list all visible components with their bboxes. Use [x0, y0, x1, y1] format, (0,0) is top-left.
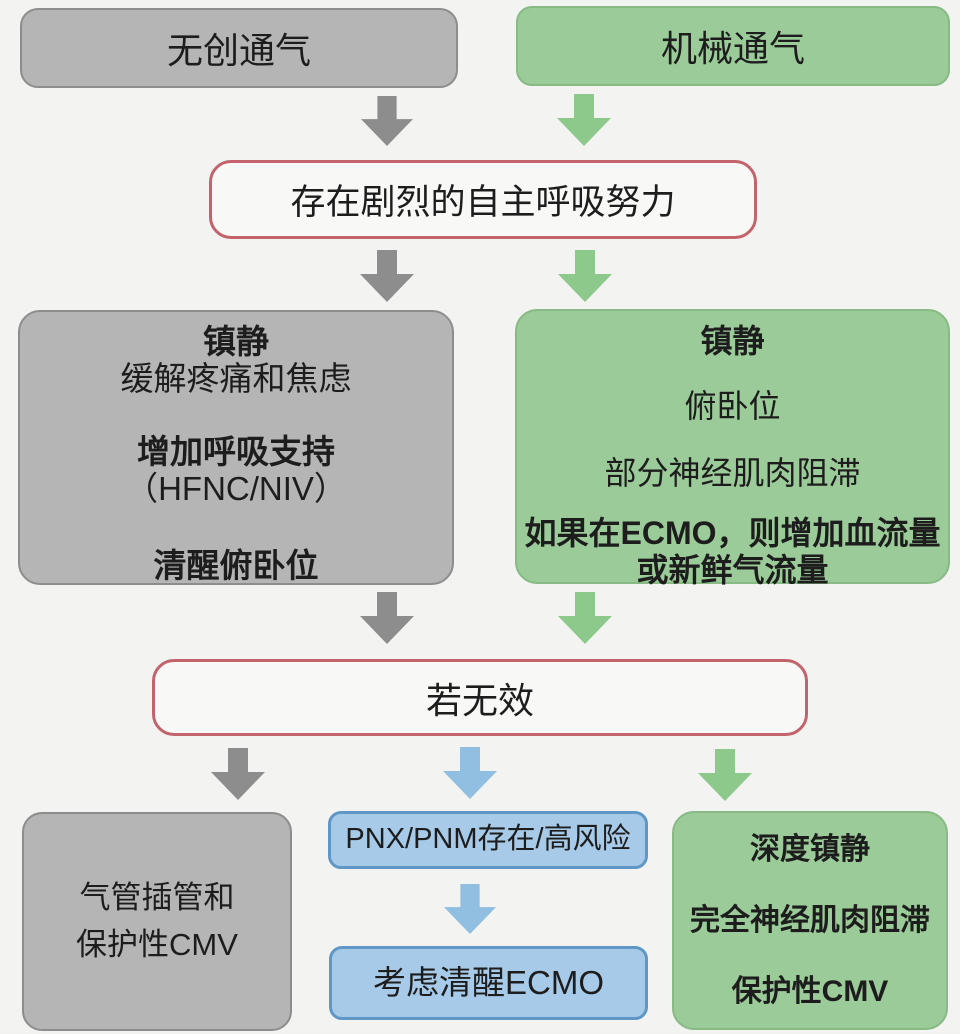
outcome-line: 保护性CMV: [76, 926, 238, 962]
action-line: 清醒俯卧位: [153, 546, 319, 584]
action-line: 如果在ECMO，则增加血流量或新鲜气流量: [524, 515, 941, 589]
action-line: 镇静: [203, 323, 269, 360]
action-line: 俯卧位: [684, 387, 781, 424]
node-pnx-pnm-risk: PNX/PNM存在/高风险: [328, 811, 648, 869]
outcome-label: PNX/PNM存在/高风险: [345, 823, 631, 856]
node-mv-management: 镇静 俯卧位 部分神经肌肉阻滞 如果在ECMO，则增加血流量或新鲜气流量: [515, 309, 950, 588]
down-arrow-gray-icon: [360, 250, 414, 302]
down-arrow-blue-icon: [443, 747, 497, 799]
action-line: 增加呼吸支持: [137, 432, 335, 470]
outcome-line: 气管插管和: [79, 880, 235, 915]
node-deep-sedation-nmb-cmv: 深度镇静 完全神经肌肉阻滞 保护性CMV: [672, 811, 948, 1030]
outcome-line: 保护性CMV: [731, 975, 889, 1008]
down-arrow-green-icon: [558, 250, 612, 302]
action-line: （HFNC/NIV）: [125, 469, 347, 507]
down-arrow-gray-icon: [360, 592, 414, 644]
outcome-line: 完全神经肌肉阻滞: [690, 904, 930, 937]
node-consider-awake-ecmo: 考虑清醒ECMO: [329, 946, 648, 1020]
node-mechanical-ventilation: 机械通气: [516, 6, 950, 86]
condition-label: 存在剧烈的自主呼吸努力: [290, 183, 676, 222]
down-arrow-gray-icon: [361, 96, 413, 146]
down-arrow-blue-icon: [444, 884, 496, 934]
node-intubation-protective-cmv: 气管插管和 保护性CMV: [22, 812, 292, 1031]
node-if-ineffective: 若无效: [152, 659, 808, 736]
node-label: 无创通气: [166, 30, 311, 71]
action-line: 镇静: [700, 323, 765, 359]
outcome-label: 考虑清醒ECMO: [373, 963, 604, 1001]
action-line: 缓解疼痛和焦虑: [120, 359, 352, 397]
node-label: 机械通气: [660, 28, 805, 69]
action-line: 部分神经肌肉阻滞: [604, 454, 861, 491]
down-arrow-green-icon: [557, 94, 611, 146]
down-arrow-green-icon: [698, 749, 752, 801]
node-niv-management: 镇静 缓解疼痛和焦虑 增加呼吸支持 （HFNC/NIV） 清醒俯卧位: [18, 310, 454, 585]
down-arrow-green-icon: [558, 592, 612, 644]
outcome-line: 深度镇静: [750, 833, 870, 866]
node-strong-respiratory-effort: 存在剧烈的自主呼吸努力: [209, 160, 757, 239]
down-arrow-gray-icon: [211, 748, 265, 800]
condition-label: 若无效: [425, 679, 534, 721]
node-noninvasive-ventilation: 无创通气: [20, 8, 458, 88]
